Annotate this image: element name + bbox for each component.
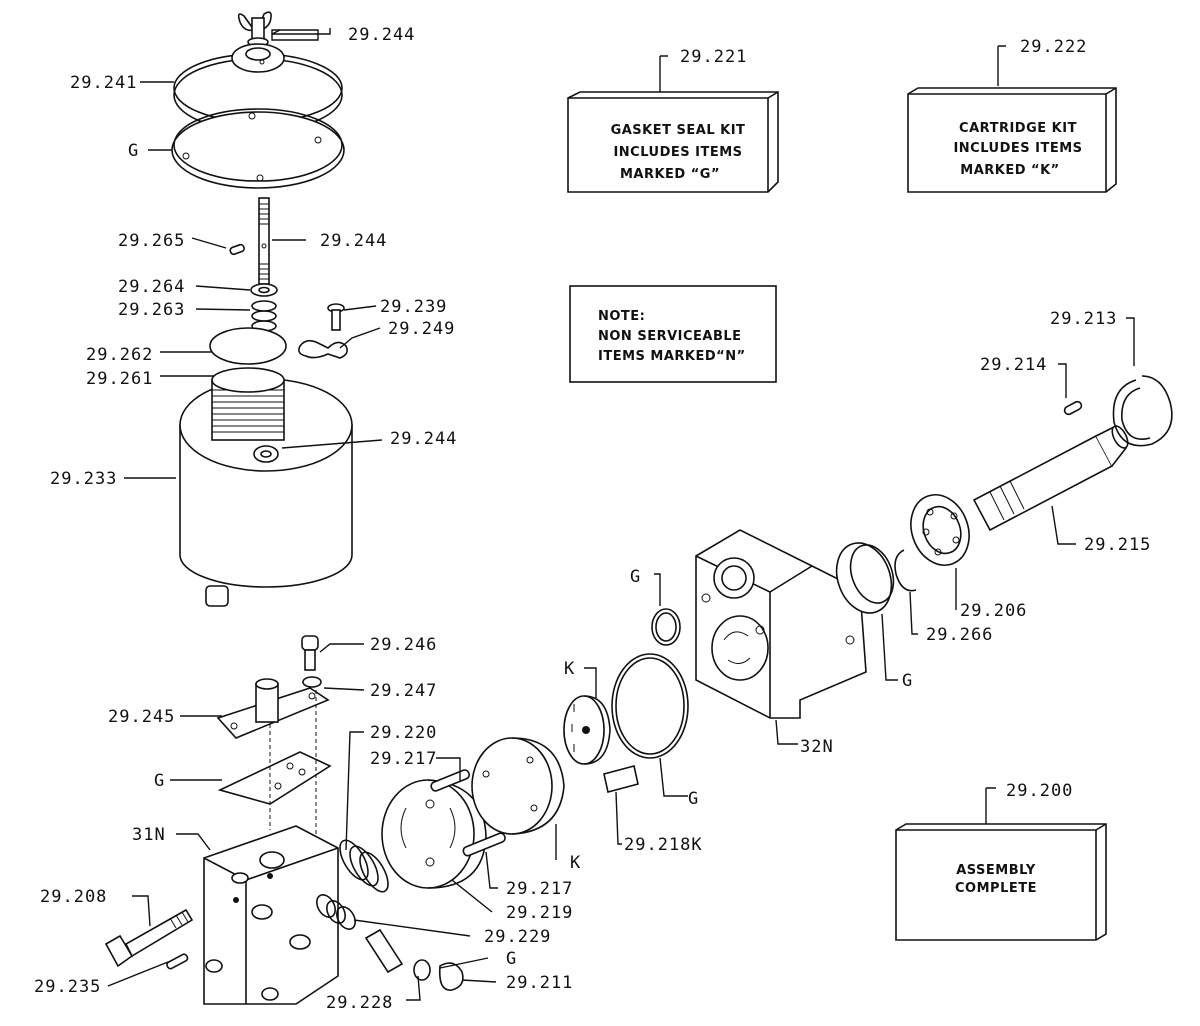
callout-29-208: 29.208 xyxy=(40,887,107,907)
flange-29-245 xyxy=(216,678,330,739)
callout-29-239: 29.239 xyxy=(380,297,447,317)
canister-29-233 xyxy=(179,367,353,607)
callout-29-244-top: 29.244 xyxy=(348,25,415,45)
assembly-line-2: COMPLETE xyxy=(955,881,1037,896)
note-line-2: NON SERVICEABLE xyxy=(598,329,742,344)
callout-29-213: 29.213 xyxy=(1050,309,1117,329)
callout-g-bearing: G xyxy=(902,671,913,691)
pump-body-31n xyxy=(203,825,339,1005)
callout-g-top: G xyxy=(128,141,139,161)
callout-29-264: 29.264 xyxy=(118,277,185,297)
stud xyxy=(258,197,270,285)
pin-29-235 xyxy=(166,953,189,970)
o-ring-g xyxy=(611,653,689,759)
callout-29-263: 29.263 xyxy=(118,300,185,320)
cam-ring-k xyxy=(471,737,565,835)
pin-29-265 xyxy=(229,243,245,256)
pump-body-assembly xyxy=(104,635,464,1005)
callout-29-211: 29.211 xyxy=(506,973,573,993)
seal-ring-g xyxy=(651,608,681,646)
callout-29-219: 29.219 xyxy=(506,903,573,923)
callout-labels: 29.244 29.241 G 29.265 29.244 29.264 29.… xyxy=(34,25,1151,1013)
callout-29-247: 29.247 xyxy=(370,681,437,701)
callout-29-221: 29.221 xyxy=(680,47,747,67)
gasket-seal-kit-box: GASKET SEAL KIT INCLUDES ITEMS MARKED “G… xyxy=(567,91,779,193)
cartridge-kit-line-2: INCLUDES ITEMS xyxy=(953,141,1082,156)
callout-31n: 31N xyxy=(132,825,166,845)
callout-29-200: 29.200 xyxy=(1006,781,1073,801)
callout-29-229: 29.229 xyxy=(484,927,551,947)
callout-g-oring: G xyxy=(688,789,699,809)
callout-g-plate: G xyxy=(154,771,165,791)
dowel-pin-lower xyxy=(462,832,506,857)
note-box: NOTE: NON SERVICEABLE ITEMS MARKED“N” xyxy=(569,285,777,383)
screw-29-246 xyxy=(301,635,319,651)
assembly-complete-box: ASSEMBLY COMPLETE xyxy=(895,823,1107,941)
shaft-29-215 xyxy=(972,424,1129,532)
callout-29-214: 29.214 xyxy=(980,355,1047,375)
cartridge-kit-line-3: MARKED “K” xyxy=(960,163,1059,178)
callout-29-266: 29.266 xyxy=(926,625,993,645)
callout-29-241: 29.241 xyxy=(70,73,137,93)
gasket-plate xyxy=(217,751,332,805)
callout-29-218k: 29.218K xyxy=(624,835,703,855)
rotor-k xyxy=(563,695,611,765)
spring-29-229 xyxy=(316,894,356,930)
callout-29-244-mid: 29.244 xyxy=(320,231,387,251)
callout-k-rotor: K xyxy=(564,659,575,679)
callout-29-215: 29.215 xyxy=(1084,535,1151,555)
retaining-ring-29-213 xyxy=(1112,375,1173,447)
key-29-214 xyxy=(1063,400,1083,416)
cartridge-kit-line-1: CARTRIDGE KIT xyxy=(959,121,1077,136)
callout-29-233: 29.233 xyxy=(50,469,117,489)
vane-29-218k xyxy=(603,765,639,793)
note-line-1: NOTE: xyxy=(598,309,645,324)
snap-ring-29-266 xyxy=(894,549,917,592)
housing-32n xyxy=(695,529,867,719)
callout-g-cap: G xyxy=(506,949,517,969)
spring-29-220 xyxy=(339,839,389,893)
callout-k-ring: K xyxy=(570,853,581,873)
callout-29-220: 29.220 xyxy=(370,723,437,743)
rotor-assembly xyxy=(381,375,1173,889)
note-line-3: ITEMS MARKED“N” xyxy=(598,349,746,364)
callout-29-217-top: 29.217 xyxy=(370,749,437,769)
callout-29-245: 29.245 xyxy=(108,707,175,727)
gasket-top xyxy=(171,108,345,189)
gasket-kit-line-3: MARKED “G” xyxy=(620,167,720,182)
bolt-29-208 xyxy=(104,908,194,968)
gasket-kit-line-2: INCLUDES ITEMS xyxy=(613,145,742,160)
clip-29-249 xyxy=(298,339,348,359)
cap-29-211 xyxy=(438,962,464,991)
callout-29-228: 29.228 xyxy=(326,993,393,1013)
callout-32n: 32N xyxy=(800,737,834,757)
callout-29-244-low: 29.244 xyxy=(390,429,457,449)
wing-nut xyxy=(237,11,272,47)
callout-29-222: 29.222 xyxy=(1020,37,1087,57)
end-plate-29-219 xyxy=(381,779,487,889)
gasket-kit-line-1: GASKET SEAL KIT xyxy=(611,123,746,138)
callout-29-265: 29.265 xyxy=(118,231,185,251)
reservoir-assembly xyxy=(171,11,353,607)
seal-g-bearing xyxy=(835,542,895,614)
callout-g-ring: G xyxy=(630,567,641,587)
assembly-line-1: ASSEMBLY xyxy=(956,863,1036,878)
plate-29-262 xyxy=(209,327,287,365)
callout-29-261: 29.261 xyxy=(86,369,153,389)
valve-29-228 xyxy=(364,928,404,974)
leader-lines xyxy=(107,28,1135,1001)
washer-29-247 xyxy=(302,676,322,688)
cartridge-kit-box: CARTRIDGE KIT INCLUDES ITEMS MARKED “K” xyxy=(907,87,1117,193)
callout-29-217-low: 29.217 xyxy=(506,879,573,899)
bearing-29-206 xyxy=(910,494,970,566)
callout-29-206: 29.206 xyxy=(960,601,1027,621)
callout-29-246: 29.246 xyxy=(370,635,437,655)
callout-29-235: 29.235 xyxy=(34,977,101,997)
cap-seal-g xyxy=(413,959,431,981)
callout-29-249: 29.249 xyxy=(388,319,455,339)
callout-29-262: 29.262 xyxy=(86,345,153,365)
screw-29-239 xyxy=(327,303,345,331)
